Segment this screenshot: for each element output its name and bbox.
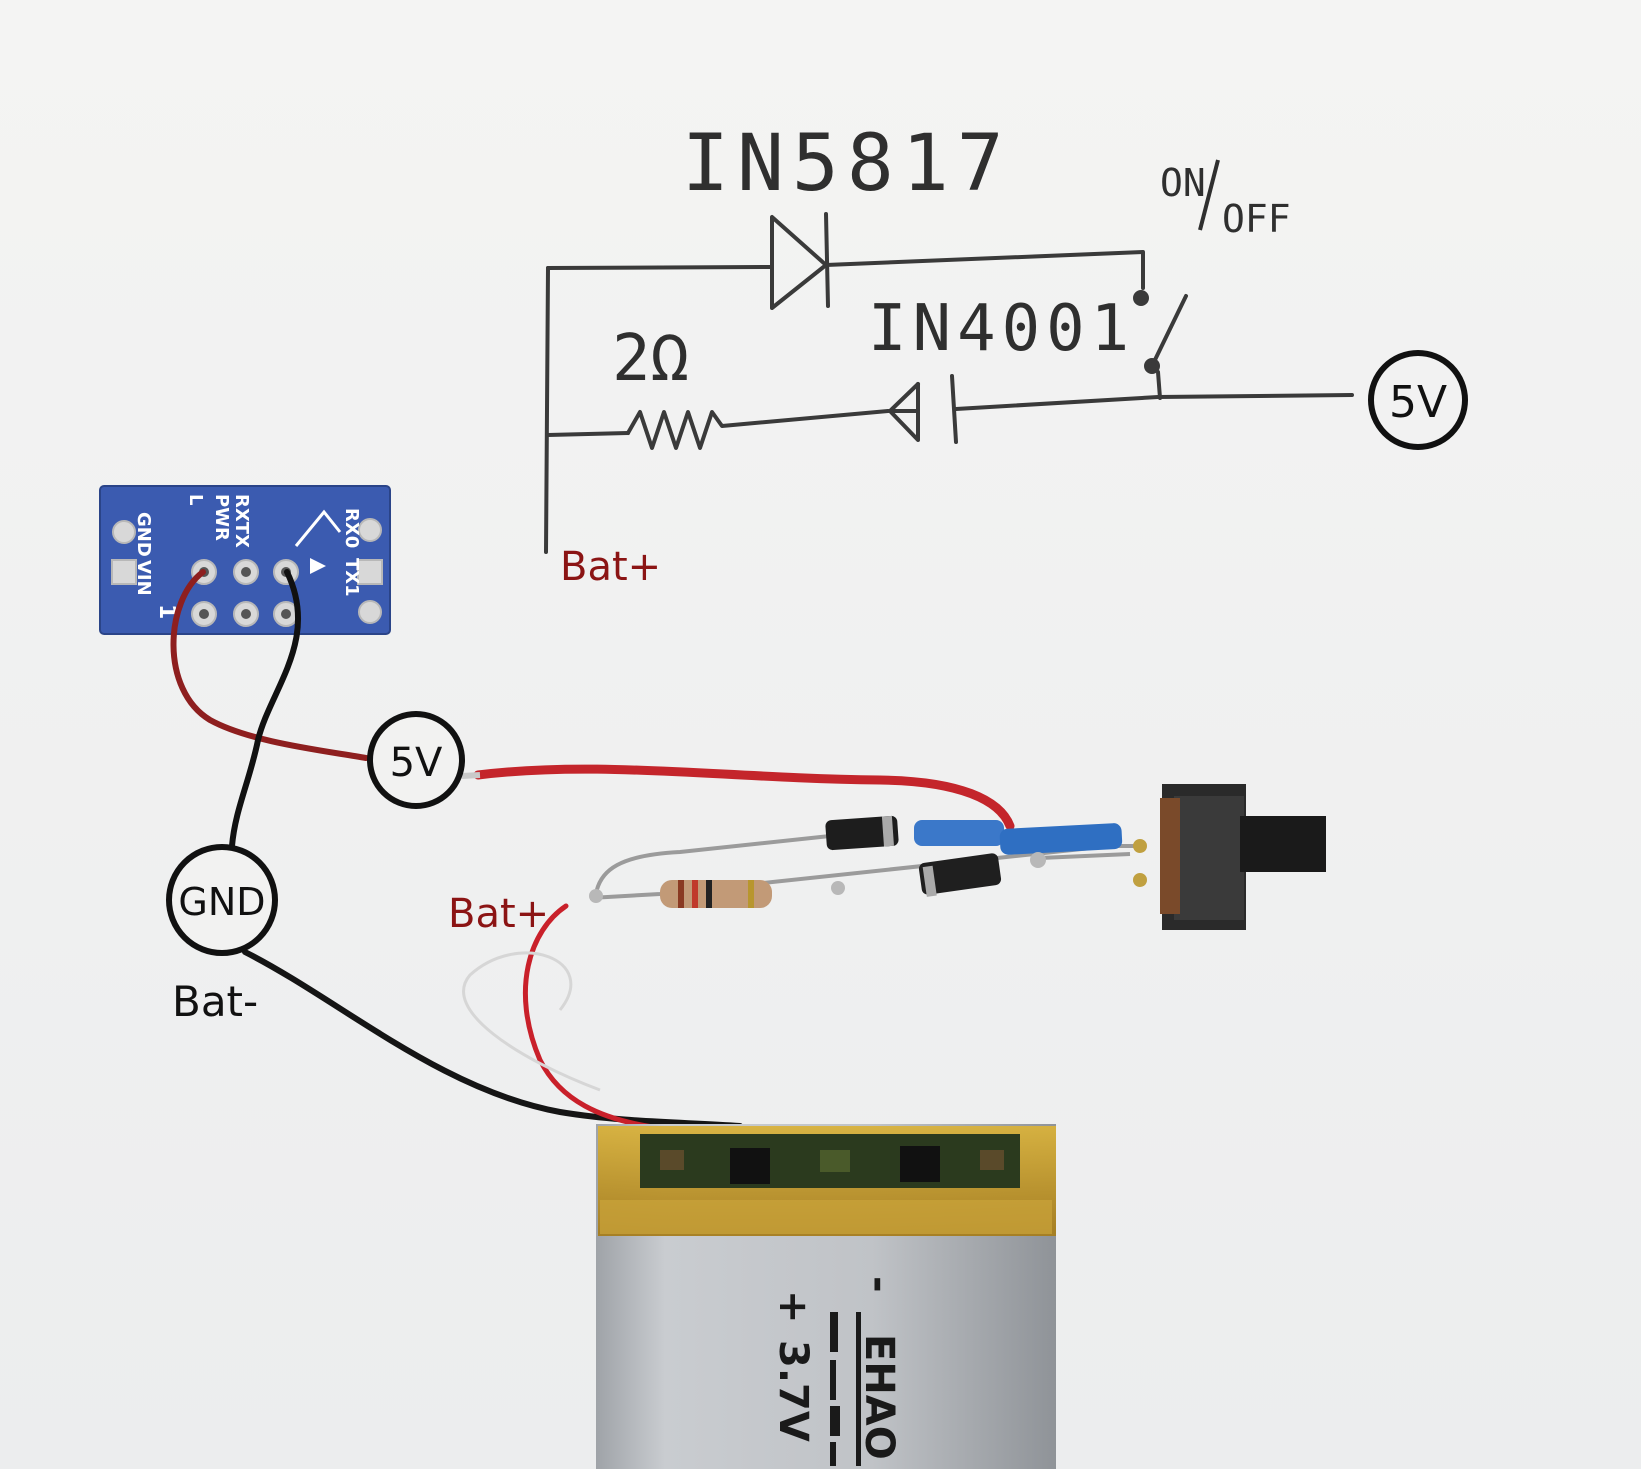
diode-in5817-label: IN5817 [682, 119, 1012, 209]
board-pin1-marker: 1 [154, 604, 179, 619]
schematic-5v-terminal: 5V [1368, 350, 1468, 450]
component-assembly [589, 784, 1326, 930]
schematic-bat-plus-label: Bat+ [560, 544, 661, 590]
board-pin-l: L [185, 494, 206, 505]
photo-resistor [660, 880, 772, 908]
photo-gnd-terminal: GND [166, 844, 278, 956]
schematic-bottom-wire [546, 431, 630, 437]
switch-slash [1198, 159, 1220, 231]
resistor-2ohm-label: 2Ω [612, 322, 689, 396]
pale-wire-loop [462, 951, 601, 1092]
resistor-2ohm-symbol [626, 409, 890, 450]
vin-overlay-wire [170, 569, 369, 761]
schematic-output-wire [954, 393, 1354, 411]
lipo-battery [596, 1124, 1056, 1469]
diode-in5817-symbol [770, 212, 830, 310]
battery-minus-sign: - [856, 1276, 902, 1293]
switch-symbol [1133, 290, 1188, 400]
schematic-5v-label: 5V [1389, 377, 1447, 428]
board-pin-gnd: GND [133, 512, 154, 557]
battery-voltage: 3.7V [770, 1340, 816, 1442]
photo-diode-1n5817 [825, 815, 899, 851]
red-5v-wire [473, 764, 1015, 831]
board-pin-vin: VIN [133, 560, 154, 596]
photo-5v-terminal: 5V [367, 711, 465, 809]
photo-diode-1n4001 [918, 853, 1002, 895]
blue-heat-shrink [914, 820, 1004, 846]
board-pin-pwr: PWR [211, 494, 232, 541]
photo-bat-plus-label: Bat+ [448, 891, 549, 937]
board-pin-tx1: TX1 [341, 558, 362, 597]
gnd-overlay-wire [229, 569, 301, 849]
photo-bat-minus-label: Bat- [172, 977, 258, 1026]
diode-in4001-label: IN4001 [868, 292, 1135, 366]
switch-on-label: ON [1160, 161, 1206, 205]
schematic-top-wire [546, 250, 1145, 290]
red-bat-plus-wire [522, 903, 663, 1131]
photo-5v-label: 5V [390, 740, 443, 786]
battery-plus-sign: + [770, 1290, 816, 1324]
battery-barcode [830, 1312, 861, 1466]
battery-brand: EHAO [856, 1334, 902, 1460]
photo-slide-switch [1133, 784, 1326, 930]
red-5v-wire-tip [461, 772, 481, 779]
schematic [544, 212, 1354, 554]
switch-off-label: OFF [1222, 197, 1291, 241]
board-pin-rxtx: RXTX [231, 494, 252, 548]
schematic-left-rail [544, 266, 550, 554]
board-pin-rx0: RX0 [341, 508, 362, 548]
photo-gnd-label: GND [178, 880, 265, 924]
black-bat-minus-wire [242, 949, 743, 1129]
